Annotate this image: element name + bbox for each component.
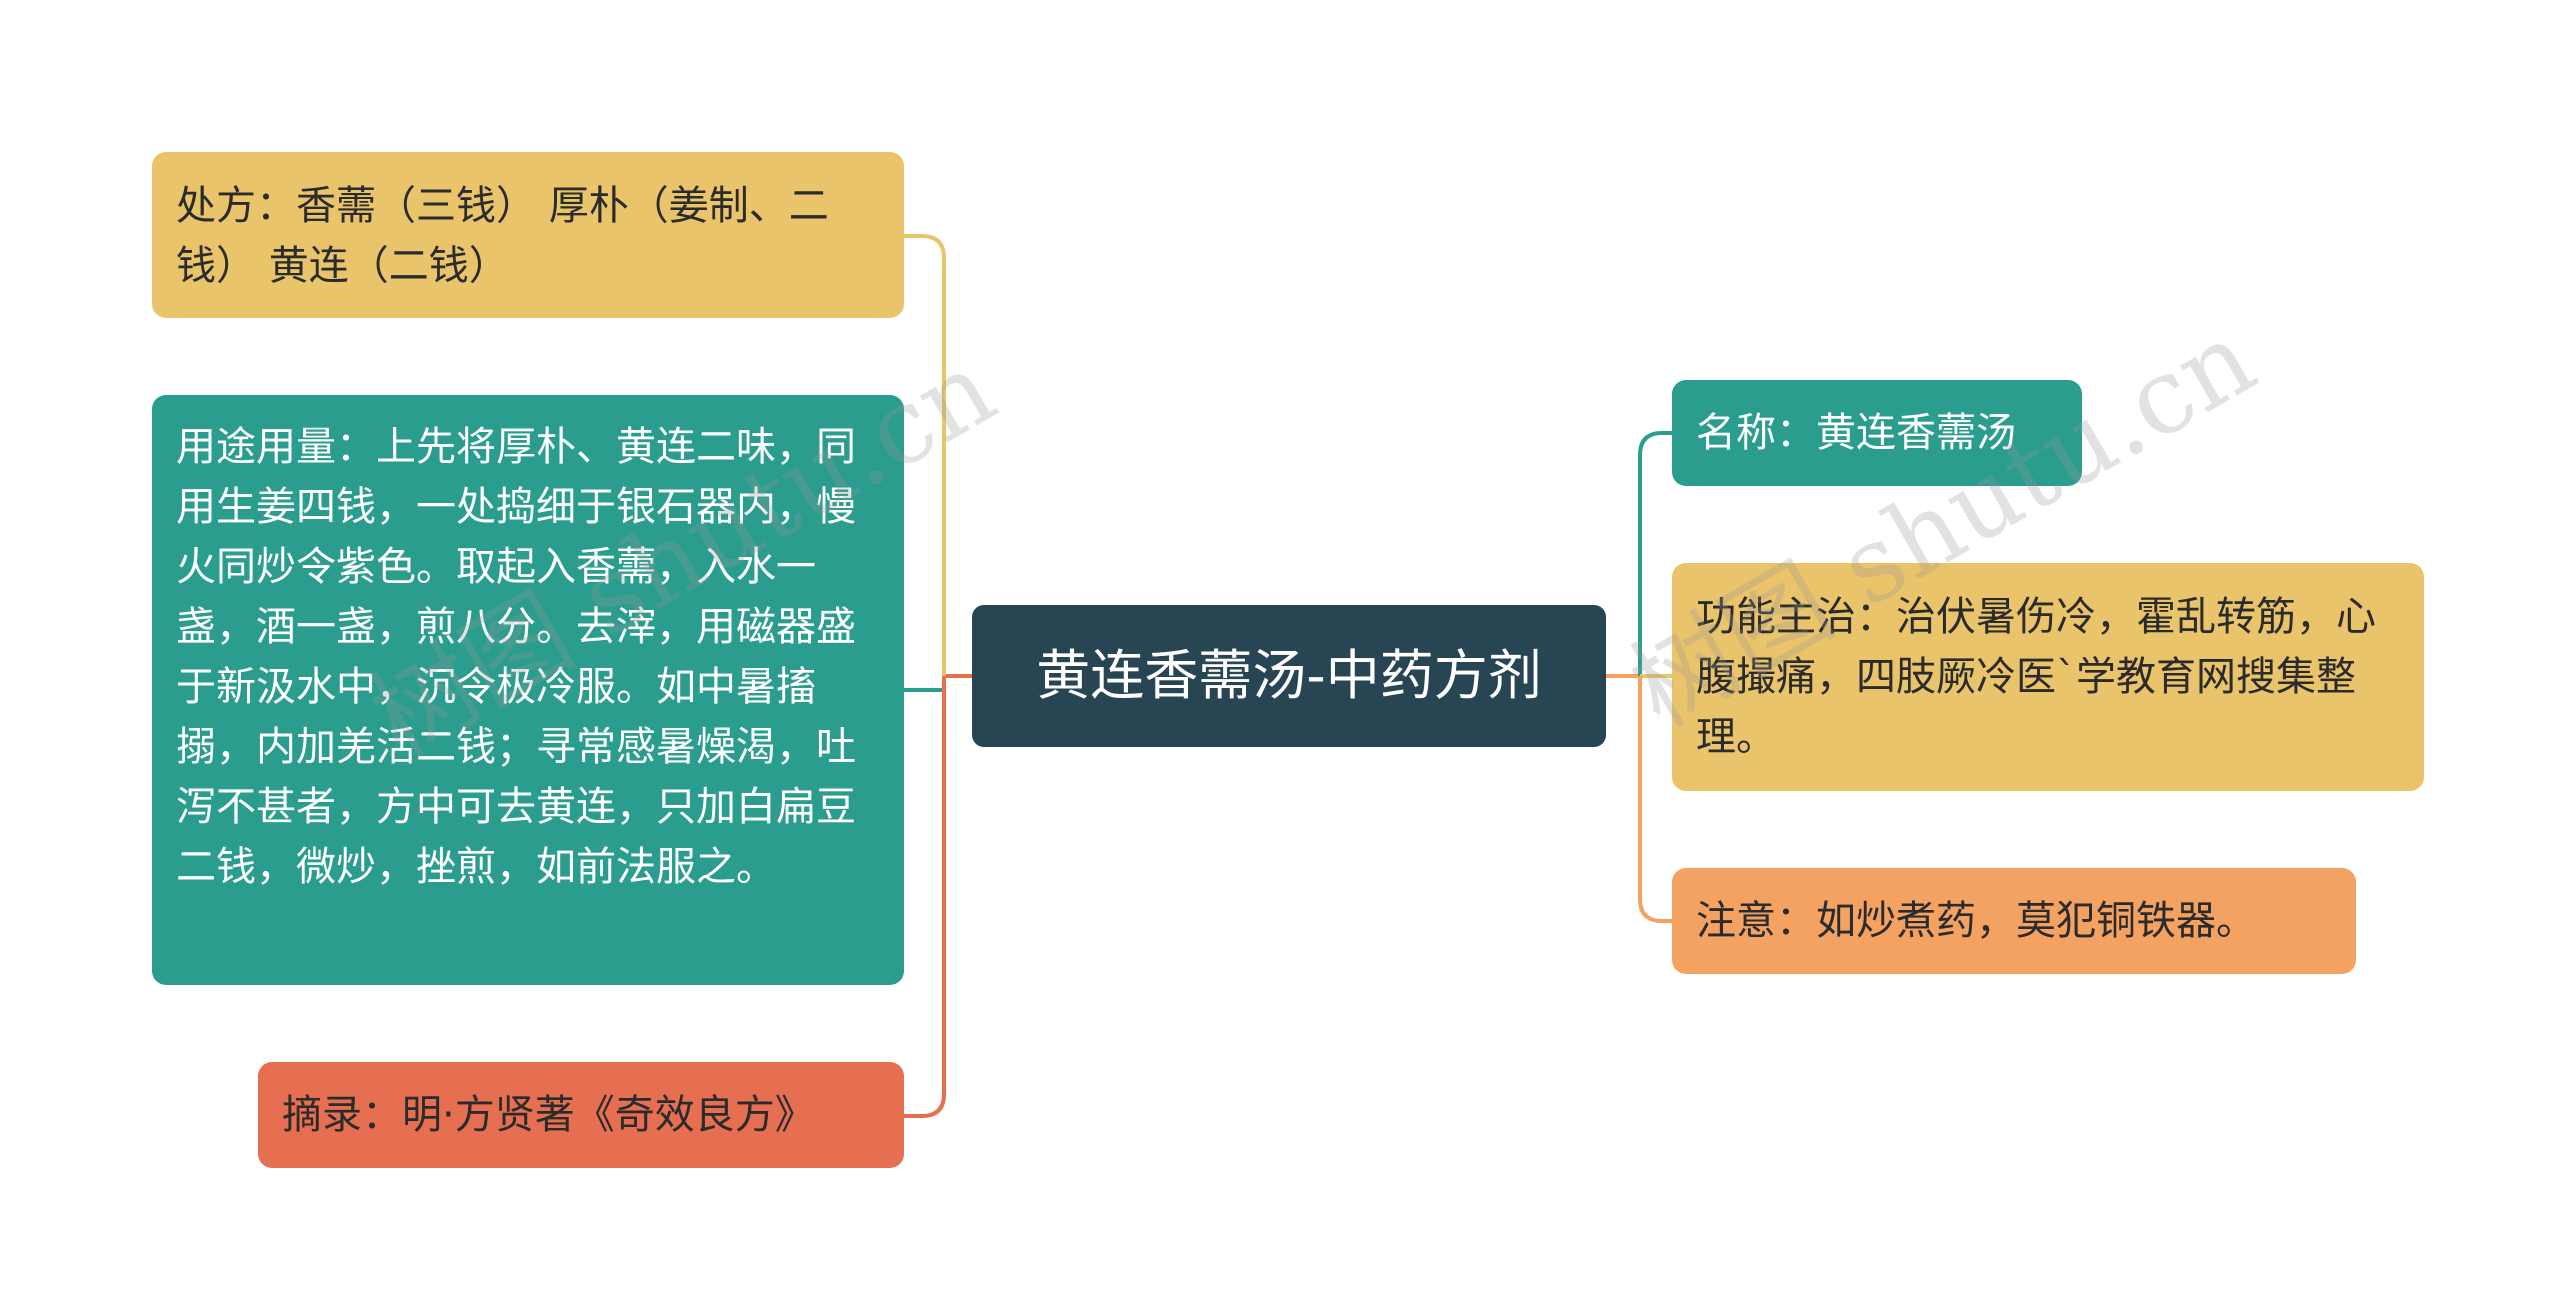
node-usage[interactable]: 用途用量：上先将厚朴、黄连二味，同用生姜四钱，一处捣细于银石器内，慢火同炒令紫色… <box>152 395 904 985</box>
node-caution[interactable]: 注意：如炒煮药，莫犯铜铁器。 <box>1672 868 2356 974</box>
node-function[interactable]: 功能主治：治伏暑伤冷，霍乱转筋，心腹撮痛，四肢厥冷医`学教育网搜集整理。 <box>1672 563 2424 791</box>
node-prescription[interactable]: 处方：香薷（三钱） 厚朴（姜制、二钱） 黄连（二钱） <box>152 152 904 318</box>
node-source[interactable]: 摘录：明·方贤著《奇效良方》 <box>258 1062 904 1168</box>
connector-source <box>904 676 946 1118</box>
connector-prescription <box>904 234 946 676</box>
connector-name <box>1638 431 1672 676</box>
connector-caution <box>1638 676 1672 923</box>
central-topic[interactable]: 黄连香薷汤-中药方剂 <box>972 605 1606 747</box>
node-name[interactable]: 名称：黄连香薷汤 <box>1672 380 2082 486</box>
